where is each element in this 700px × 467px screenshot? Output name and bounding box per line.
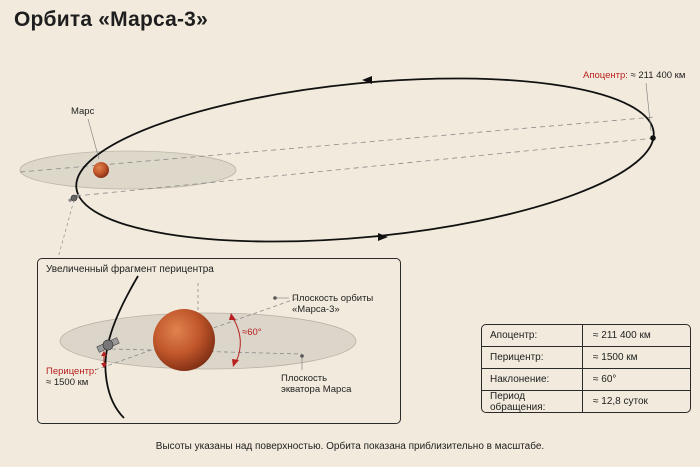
table-row: Наклонение: ≈ 60° (482, 368, 690, 390)
pericenter-label: Перицентр: ≈ 1500 км (46, 366, 97, 388)
zoom-connector (57, 199, 75, 259)
apocenter-label: Апоцентр: ≈ 211 400 км (583, 70, 685, 81)
equator-plane-label: Плоскость экватора Марса (281, 373, 351, 395)
table-value: ≈ 60° (593, 374, 617, 385)
table-row: Перицентр: ≈ 1500 км (482, 346, 690, 368)
inset-mars-planet (153, 309, 215, 371)
inset-equator-line (111, 348, 303, 355)
equator-plane (19, 150, 237, 190)
orbit-parameters-table: Апоцентр: ≈ 211 400 км Перицентр: ≈ 1500… (481, 324, 691, 413)
apocenter-key: Апоцентр: (583, 70, 628, 81)
table-value: ≈ 12,8 суток (593, 396, 648, 407)
table-key: Апоцентр: (482, 325, 583, 346)
angle-label: ≈60° (242, 327, 262, 338)
direction-arrow-top (362, 76, 372, 84)
equator-plane-label-line2: экватора Марса (281, 384, 352, 395)
mars-leader (87, 118, 100, 160)
pericenter-value: ≈ 1500 км (46, 377, 89, 388)
pericenter-key: Перицентр: (46, 366, 97, 377)
table-value: ≈ 1500 км (593, 352, 638, 363)
mars-planet (93, 162, 109, 178)
orbit-ellipse (75, 77, 655, 243)
table-value: ≈ 211 400 км (593, 330, 651, 341)
orbit-plane-label: Плоскость орбиты «Марса-3» (292, 293, 373, 315)
orbit-plane-line (19, 116, 656, 173)
spacecraft-icon (68, 193, 80, 203)
table-key: Период обращения: (482, 391, 583, 412)
zoom-inset-panel (37, 258, 401, 424)
apocenter-leader (645, 82, 652, 132)
direction-arrow-bottom (378, 233, 388, 241)
mars-label: Марс (71, 106, 95, 117)
inset-spacecraft-icon (96, 337, 120, 353)
apse-line (75, 137, 656, 197)
equator-plane-label-line1: Плоскость (281, 373, 328, 384)
inset-orbit-arc (104, 275, 139, 419)
inset-title: Увеличенный фрагмент перицентра (46, 264, 214, 275)
angle-arc (232, 317, 241, 363)
apocenter-value: ≈ 211 400 км (630, 70, 686, 81)
apocenter-point (650, 135, 656, 141)
footnote: Высоты указаны над поверхностью. Орбита … (155, 441, 545, 452)
table-key: Наклонение: (482, 369, 583, 390)
page-title: Орбита «Марса-3» (14, 8, 208, 31)
table-row: Период обращения: ≈ 12,8 суток (482, 390, 690, 412)
table-row: Апоцентр: ≈ 211 400 км (482, 325, 690, 346)
orbit-plane-label-line1: Плоскость орбиты (292, 293, 374, 304)
table-key: Перицентр: (482, 347, 583, 368)
orbit-plane-label-line2: «Марса-3» (292, 304, 340, 315)
